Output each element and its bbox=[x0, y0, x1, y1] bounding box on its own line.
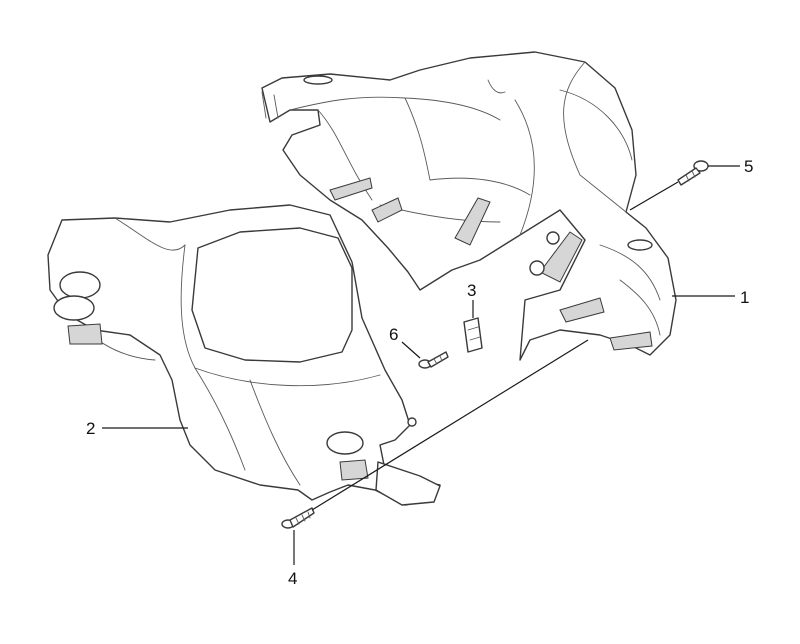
part-screw-6 bbox=[418, 351, 449, 369]
part-screw-4 bbox=[281, 507, 315, 529]
callout-1: 1 bbox=[740, 288, 749, 307]
leader-lines bbox=[102, 165, 740, 565]
part-clip-nut bbox=[463, 317, 483, 353]
callout-6: 6 bbox=[389, 325, 398, 344]
part-screw-5 bbox=[677, 160, 709, 186]
callout-4: 4 bbox=[288, 569, 297, 588]
leader-6 bbox=[401, 341, 421, 359]
callout-labels: 1 2 3 4 5 6 bbox=[86, 157, 753, 588]
callout-2: 2 bbox=[86, 419, 95, 438]
callout-3: 3 bbox=[467, 281, 476, 300]
part-rear-cover bbox=[261, 51, 677, 361]
leader-5-axis bbox=[629, 181, 679, 211]
leader-4-axis bbox=[311, 339, 589, 511]
part-front-cover bbox=[47, 204, 441, 506]
callout-5: 5 bbox=[744, 157, 753, 176]
